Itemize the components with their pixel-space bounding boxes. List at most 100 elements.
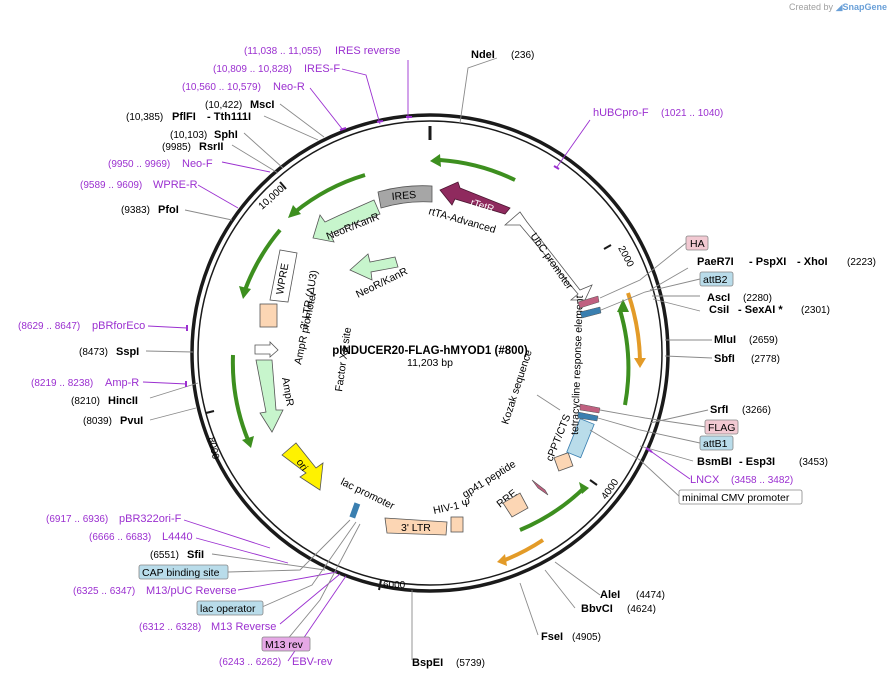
enzyme-sfii-coord: (6551) [150, 550, 179, 561]
tick-2000: 2000 [615, 244, 635, 269]
enzyme-csii-coord: (2301) [801, 305, 830, 316]
primer-m13-reverse: M13 Reverse [211, 621, 276, 633]
box-min-cmv-bg [678, 489, 803, 505]
wpre-r-line [197, 184, 239, 209]
m13-puc-line [237, 571, 338, 591]
feature-arc-lower-right [519, 485, 587, 532]
attb1-line [597, 417, 701, 444]
feature-arc-top [439, 158, 516, 182]
ampr-promoter-label: AmpR promoter [292, 290, 319, 365]
enzyme-hincii: HincII [108, 395, 138, 407]
box-m13rev-bg [261, 636, 311, 652]
primer-pbr322ori-f-coord: (6917 .. 6936) [46, 514, 108, 525]
ltr-3prime-feature [384, 517, 448, 536]
primer-ebv-rev-coord: (6243 .. 6262) [219, 657, 281, 668]
sspi-line [145, 350, 194, 353]
box-min-cmv: minimal CMV promoter [682, 492, 790, 504]
enzyme-sphi-coord: (10,103) [170, 130, 207, 141]
enzyme-asci: AscI [707, 292, 730, 304]
lac-operator-line [261, 521, 357, 608]
feature-arc-lower-left-head [242, 436, 254, 448]
lac-promoter-label: lac promoter [339, 476, 397, 513]
enzyme-hincii-coord: (8210) [71, 396, 100, 407]
pflfi-line [263, 115, 319, 141]
neor-kanr-inner-feature [349, 253, 399, 281]
min-cmv-line [589, 429, 681, 498]
lncx-tick [645, 447, 653, 453]
primer-lncx-coord: (3458 .. 3482) [731, 475, 793, 486]
m13-reverse-line [279, 573, 341, 625]
enzyme-alei: AleI [600, 589, 620, 601]
ori-feature [281, 442, 324, 491]
ires-label: IRES [391, 189, 416, 203]
box-ha-bg [685, 235, 709, 251]
enzyme-labels: NdeI (236) PaeR7I - PspXI - XhoI (2223) … [71, 49, 876, 669]
cap-line [227, 519, 351, 573]
neo-f-line [221, 161, 271, 173]
ampr-feature [255, 359, 284, 433]
primer-neo-f: Neo-F [182, 158, 213, 170]
tick-mark-4000 [589, 479, 598, 486]
flag-line [599, 409, 707, 428]
csii-line [652, 298, 701, 312]
ndei-line [459, 57, 498, 124]
ori-label: ori [294, 457, 311, 473]
snapgene-brand: Created by ◢SnapGene [789, 2, 887, 13]
primer-hubcpro-f: hUBCpro-F [593, 107, 649, 119]
enzyme-sspi-coord: (8473) [79, 347, 108, 358]
factor-xa-label: Factor Xa site [333, 326, 354, 392]
primer-lines [142, 60, 691, 662]
enzyme-lines [145, 57, 713, 660]
ubc-promoter-label: UbC promoter [528, 231, 576, 292]
sfii-line [211, 553, 326, 571]
enzyme-fsei-coord: (4905) [572, 632, 601, 643]
primer-labels: (11,038 .. 11,055) IRES reverse (10,809 … [18, 45, 793, 668]
feature-arc-upper-left-head [288, 205, 301, 218]
enzyme-pvui: PvuI [120, 415, 143, 427]
enzyme-bbvci-coord: (4624) [627, 604, 656, 615]
hubcpro-tick [553, 165, 560, 170]
created-by-label: Created by [789, 2, 834, 12]
plasmid-name: pINDUCER20-FLAG-hMYOD1 (#800) [332, 345, 528, 357]
ires-f-line [341, 68, 381, 125]
enzyme-paer7i-coord: (2223) [847, 257, 876, 268]
primer-m13-reverse-coord: (6312 .. 6328) [139, 622, 201, 633]
wpre-label: WPRE [274, 262, 291, 295]
feature-arc-right [618, 309, 631, 406]
neor-kanr-feature [312, 199, 381, 243]
enzyme-sspi: SspI [116, 346, 139, 358]
primer-ires-reverse-coord: (11,038 .. 11,055) [244, 46, 321, 57]
pvui-line [149, 407, 197, 421]
tick-mark-2000 [603, 244, 612, 250]
hincii-line [149, 382, 199, 399]
neo-r-line [309, 87, 344, 131]
backbone-inner [197, 120, 663, 586]
flag-marker [579, 403, 601, 414]
ampr-label: AmpR [279, 376, 296, 407]
rtetr-feature [439, 181, 511, 215]
tick-6000: 6000 [383, 580, 406, 591]
box-lines [227, 242, 707, 642]
box-cap: CAP binding site [142, 567, 220, 579]
enzyme-esp3i: - Esp3I [739, 456, 775, 468]
primer-amp-r: Amp-R [105, 377, 139, 389]
enzyme-bsmbi-coord: (3453) [799, 457, 828, 468]
backbone-outer [190, 113, 670, 593]
primer-m13-puc: M13/pUC Reverse [146, 585, 236, 597]
primer-ires-f: IRES-F [304, 63, 340, 75]
enzyme-bsmbi: BsmBI [697, 456, 732, 468]
enzyme-mlui: MluI [714, 334, 736, 346]
paer7i-line [649, 267, 689, 291]
enzyme-pvui-coord: (8039) [83, 416, 112, 427]
feature-arc-left-head [239, 286, 251, 299]
box-m13rev: M13 rev [265, 639, 304, 651]
box-cap-bg [138, 564, 229, 580]
primer-pbrforeco: pBRforEco [92, 320, 145, 332]
feature-arc-lower-left [230, 354, 250, 441]
enzyme-pflfi: PflFI [172, 111, 196, 123]
enzyme-alei-coord: (4474) [636, 590, 665, 601]
primer-wpre-r: WPRE-R [153, 179, 198, 191]
orange-arc-bottom [504, 538, 545, 562]
enzyme-pflfi-coord: (10,385) [126, 112, 163, 123]
amp-r-line [142, 381, 188, 385]
